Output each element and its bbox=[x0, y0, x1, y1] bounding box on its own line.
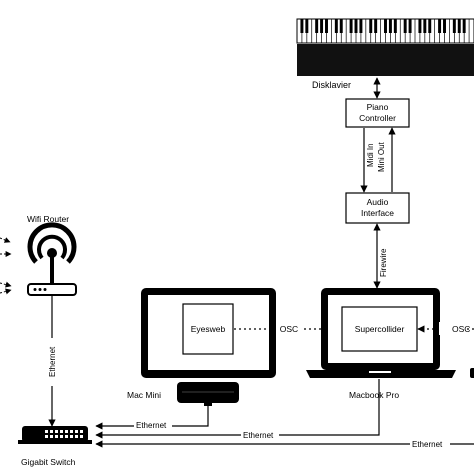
piano-keyboard-icon bbox=[296, 18, 474, 76]
mac-mini-label: Mac Mini bbox=[127, 390, 161, 400]
ethernet-mac-mini-link bbox=[95, 406, 209, 430]
audio-interface-box bbox=[345, 192, 410, 224]
firewire-label: Firewire bbox=[379, 248, 388, 277]
midi-out-label: Mini Out bbox=[377, 141, 386, 172]
ethernet-macbook-link bbox=[95, 379, 380, 439]
wifi-router-icon bbox=[27, 222, 77, 296]
offscreen-device bbox=[470, 368, 474, 378]
midi-in-label: Midi In bbox=[366, 143, 375, 167]
supercollider-label: Supercollider bbox=[355, 324, 405, 334]
piano-controller-box bbox=[345, 98, 410, 128]
osc-right-label: OSC bbox=[452, 324, 470, 334]
osc-left-label: OSC bbox=[280, 324, 298, 334]
macbook-pro-label: Macbook Pro bbox=[349, 390, 399, 400]
router-ethernet-label: Ethernet bbox=[48, 346, 57, 377]
ethernet-mac-mini-label: Ethernet bbox=[136, 421, 167, 430]
network-switch-icon bbox=[18, 426, 92, 444]
mac-mini-icon bbox=[177, 382, 239, 406]
ethernet-macbook-label: Ethernet bbox=[243, 431, 274, 440]
ethernet-bottom-label: Ethernet bbox=[412, 440, 443, 449]
eyesweb-label: Eyesweb bbox=[191, 324, 226, 334]
supercollider-box bbox=[341, 306, 418, 352]
wifi-router-label: Wifi Router bbox=[27, 214, 69, 224]
eyesweb-box bbox=[182, 303, 234, 355]
gigabit-switch-label: Gigabit Switch bbox=[21, 457, 76, 467]
wireless-signal-arrows bbox=[0, 237, 12, 295]
disklavier-label: Disklavier bbox=[312, 80, 351, 90]
